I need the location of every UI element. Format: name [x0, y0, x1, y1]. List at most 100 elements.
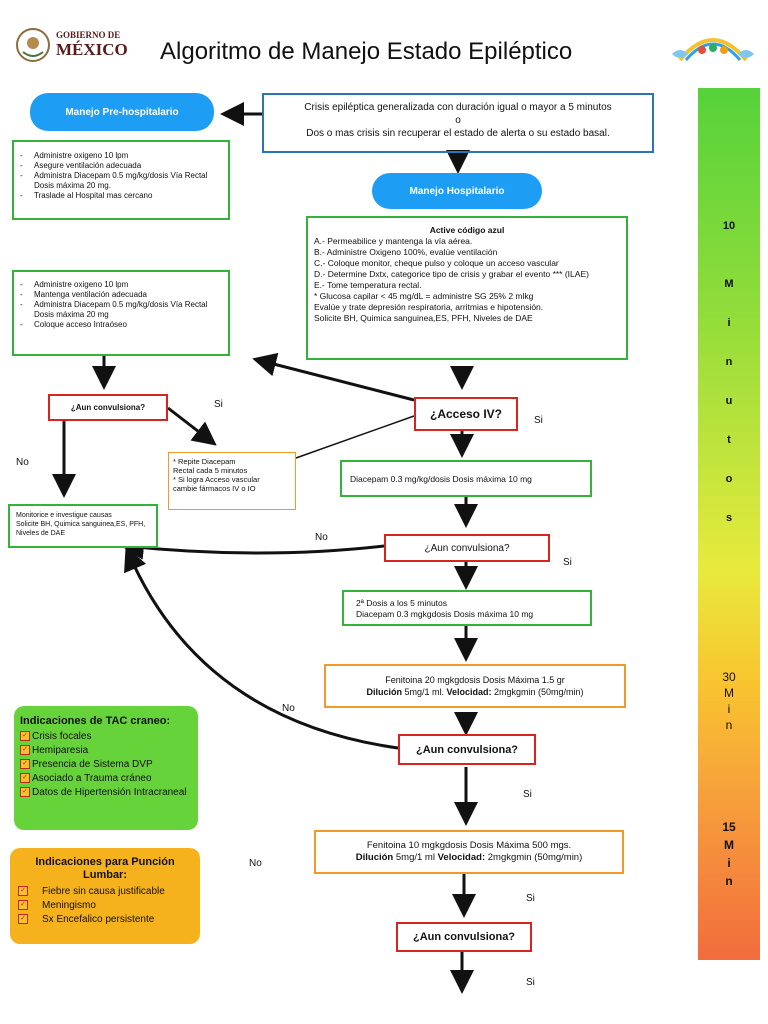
puncion-title: Indicaciones para Punción Lumbar: — [35, 856, 175, 881]
left_box2-item: Administra Diacepam 0.5 mg/kg/dosis Vía … — [20, 300, 222, 320]
question-4: ¿Aun convulsiona? — [396, 922, 532, 952]
repite-l3: * Si logra Acceso vascular — [173, 475, 260, 484]
time-label: 10 — [722, 220, 736, 232]
label-no-q3: No — [282, 703, 295, 714]
label-si-q2: Si — [563, 557, 572, 568]
lumbar-puncture-box: Indicaciones para Punción Lumbar: ✓Fiebr… — [10, 848, 200, 944]
gov-line2: MÉXICO — [56, 40, 128, 59]
checkbox-icon: ✓ — [20, 759, 30, 770]
time-label: s — [725, 512, 733, 524]
prehosp-list: Administre oxigeno 10 lpmAsegure ventila… — [20, 151, 222, 201]
time-label: t — [727, 434, 731, 446]
label-si-q3: Si — [523, 789, 532, 800]
trigger-criteria-box: Crisis epiléptica generalizada con durac… — [262, 93, 654, 153]
label-no-left: No — [16, 457, 29, 468]
repite-l2: Rectal cada 5 minutos — [173, 466, 248, 475]
checkbox-icon: ✓ — [18, 900, 28, 911]
code-blue-line: A.- Permeabilice y mantenga la vía aérea… — [314, 236, 473, 246]
left-care-list: Administre oxigeno 10 lpmMantenga ventil… — [20, 280, 222, 330]
second-dose-box: 2ª Dosis a los 5 minutos Diacepam 0.3 mg… — [342, 590, 592, 626]
prehosp-box: Administre oxigeno 10 lpmAsegure ventila… — [12, 140, 230, 220]
left_box2-item: Mantenga ventilación adecuada — [20, 290, 222, 300]
prehosp-item: Traslade al Hospital mas cercano — [20, 191, 222, 201]
code-blue-line: B.- Administre Oxigeno 100%, evalúe vent… — [314, 247, 498, 257]
second-dose-l1: 2ª Dosis a los 5 minutos — [356, 598, 448, 608]
prehosp-item: Asegure ventilación adecuada — [20, 161, 222, 171]
puncion-list: ✓Fiebre sin causa justificable✓Meningism… — [18, 885, 192, 927]
time-label: n — [725, 874, 733, 888]
code-blue-line: C.- Coloque monitor, cheque pulso y colo… — [314, 258, 559, 268]
code-blue-title: Active código azul — [429, 225, 505, 235]
code-blue-line: * Glucosa capilar < 45 mg/dL = administr… — [314, 291, 534, 301]
checkbox-icon: ✓ — [20, 731, 30, 742]
checkbox-icon: ✓ — [20, 773, 30, 784]
label-si-fen2: Si — [526, 893, 535, 904]
time-label: i — [727, 317, 731, 329]
monitor-l2: Solicite BH, Quimica sanguinea,ES, PFH, … — [16, 521, 146, 537]
time-label: n — [725, 356, 733, 368]
trigger-line3: Dos o mas crisis sin recuperar el estado… — [306, 128, 610, 139]
repite-l1: * Repite Diacepam — [173, 457, 236, 466]
checkbox-icon: ✓ — [20, 745, 30, 756]
repite-note-box: * Repite Diacepam Rectal cada 5 minutos … — [168, 452, 296, 510]
time-label: u — [725, 395, 733, 407]
trigger-line1: Crisis epiléptica generalizada con durac… — [304, 102, 612, 113]
fenitoina-1-l1: Fenitoina 20 mgkgdosis Dosis Máxima 1.5 … — [385, 675, 565, 685]
fenitoina-2-l2: Dilución 5mg/1 ml Velocidad: 2mgkgmin (5… — [355, 852, 583, 863]
fenitoina-2-box: Fenitoina 10 mgkgdosis Dosis Máxima 500 … — [314, 830, 624, 874]
time-label: 30 — [722, 670, 736, 684]
left-care-box: Administre oxigeno 10 lpmMantenga ventil… — [12, 270, 230, 356]
fenitoina-1-box: Fenitoina 20 mgkgdosis Dosis Máxima 1.5 … — [324, 664, 626, 708]
time-label: M — [724, 278, 734, 290]
tac-title: Indicaciones de TAC craneo: — [20, 715, 171, 727]
time-label: n — [725, 718, 733, 732]
children-rainbow-logo — [672, 38, 754, 62]
tac-item: ✓Asociado a Trauma cráneo — [20, 772, 192, 786]
checkbox-icon: ✓ — [18, 886, 28, 897]
diacepam-box: Diacepam 0.3 mg/kg/dosis Dosis máxima 10… — [340, 460, 592, 497]
left_box2-item: Administre oxigeno 10 lpm — [20, 280, 222, 290]
label-si-acceso: Si — [534, 415, 543, 426]
question-3: ¿Aun convulsiona? — [398, 734, 536, 765]
monitor-l1: Monitorice e investigue causas — [16, 512, 112, 519]
question-acceso-iv: ¿Acceso IV? — [414, 397, 518, 431]
checkbox-icon: ✓ — [20, 787, 30, 798]
time-label: o — [725, 473, 733, 485]
repite-l4: cambie fármacos IV o IO — [173, 484, 256, 493]
tac-item: ✓Datos de Hipertensión Intracraneal — [20, 786, 192, 800]
question-left: ¿Aun convulsiona? — [48, 394, 168, 421]
gov-line1: GOBIERNO DE — [56, 30, 121, 40]
coat-of-arms-icon — [16, 28, 50, 62]
left_box2-item: Coloque acceso Intraóseo — [20, 320, 222, 330]
label-si-q4: Si — [526, 977, 535, 988]
prehosp-pill: Manejo Pre-hospitalario — [30, 93, 214, 131]
code-blue-line: Solicite BH, Quimica sanguinea,ES, PFH, … — [314, 313, 533, 323]
time-label: M — [724, 838, 734, 852]
code-blue-line: Evalúe y trate depresión respiratoria, a… — [314, 302, 544, 312]
time-label: i — [727, 702, 731, 716]
question-2: ¿Aun convulsiona? — [384, 534, 550, 562]
tac-list: ✓Crisis focales✓Hemiparesia✓Presencia de… — [20, 730, 192, 800]
time-label: 15 — [722, 820, 736, 834]
label-no-q2: No — [315, 532, 328, 543]
gov-logo: GOBIERNO DE MÉXICO — [14, 26, 134, 66]
hosp-pill: Manejo Hospitalario — [372, 173, 542, 209]
code-blue-box: Active código azul A.- Permeabilice y ma… — [306, 216, 628, 360]
code-blue-line: D.- Determine Dxtx, categorice tipo de c… — [314, 269, 589, 279]
trigger-line2: o — [455, 115, 461, 126]
monitor-box: Monitorice e investigue causas Solicite … — [8, 504, 158, 548]
puncion-item: ✓Sx Encefalico persistente — [18, 913, 192, 927]
code-blue-line: E.- Tome temperatura rectal. — [314, 280, 422, 290]
label-si-left: Si — [214, 399, 223, 410]
tac-item: ✓Hemiparesia — [20, 744, 192, 758]
diacepam-text: Diacepam 0.3 mg/kg/dosis Dosis máxima 10… — [350, 473, 532, 484]
prehosp-item: Administra Diacepam 0.5 mg/kg/dosis Vía … — [20, 171, 222, 191]
tac-item: ✓Crisis focales — [20, 730, 192, 744]
tac-indications-box: Indicaciones de TAC craneo: ✓Crisis foca… — [14, 706, 198, 830]
puncion-item: ✓Meningismo — [18, 899, 192, 913]
time-label: M — [724, 686, 734, 700]
code-blue-lines: A.- Permeabilice y mantenga la vía aérea… — [314, 236, 620, 324]
second-dose-l2: Diacepam 0.3 mgkgdosis Dosis máxima 10 m… — [356, 609, 534, 619]
